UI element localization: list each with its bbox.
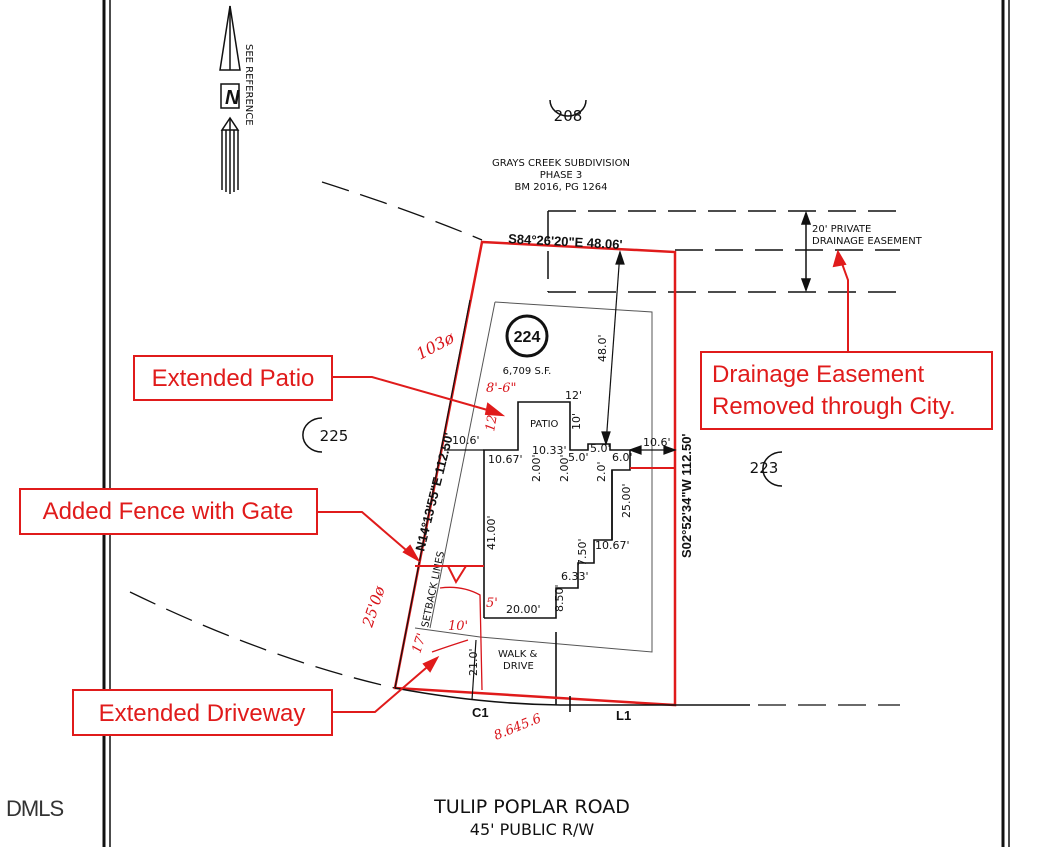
callout-box-patio: Extended Patio <box>133 355 333 401</box>
lot-number-224: 224 <box>514 329 541 346</box>
dim-850: 8.50' <box>553 584 566 612</box>
easement-label-line2: DRAINAGE EASEMENT <box>812 236 923 247</box>
lot-bubbles <box>302 99 783 487</box>
lot-number-223: 223 <box>750 459 779 477</box>
callout-text-easement-line1: Drainage Easement <box>712 361 924 388</box>
dim-50b: 5.0' <box>590 442 611 455</box>
handwritten-notes: 103ø 8'-6" 12' 25'0ø 17' 10' 5' 8.645.6 <box>358 328 543 744</box>
walk-drive-line1: WALK & <box>498 649 537 660</box>
walk-drive-line2: DRIVE <box>503 661 534 672</box>
dim-210: 21.0' <box>467 648 480 676</box>
dim-2000: 20.00' <box>506 603 541 616</box>
callout-text-driveway: Extended Driveway <box>99 700 306 727</box>
dim-patio-width: 12' <box>565 389 582 402</box>
dim-750: 7.50' <box>576 538 589 566</box>
road-name: TULIP POPLAR ROAD <box>433 796 630 818</box>
subdivision-phase: PHASE 3 <box>540 170 583 181</box>
side-dimension-arrows <box>444 445 677 701</box>
dim-front-setback: 48.0' <box>596 334 609 362</box>
easement-label-line1: 20' PRIVATE <box>812 224 871 235</box>
callout-text-patio: Extended Patio <box>152 365 315 392</box>
dim-1067b: 10.67' <box>595 539 630 552</box>
fence-markup <box>415 467 675 585</box>
line-label-l1: L1 <box>616 708 631 723</box>
subdivision-book: BM 2016, PG 1264 <box>515 182 608 193</box>
road-frontage-line <box>394 687 750 712</box>
callout-text-easement-line2: Removed through City. <box>712 393 956 420</box>
dashed-boundary-lines <box>129 181 900 706</box>
dim-20: 2.0' <box>595 461 608 482</box>
dim-633: 6.33' <box>561 570 589 583</box>
lot-number-225: 225 <box>320 427 349 445</box>
lot-area: 6,709 S.F. <box>503 366 552 377</box>
north-arrow-icon <box>219 5 241 194</box>
setback-lines <box>414 301 653 653</box>
dim-patio-depth: 10' <box>570 413 583 430</box>
subdivision-name: GRAYS CREEK SUBDIVISION <box>492 158 630 169</box>
hand-note-a: 103ø <box>413 328 458 364</box>
dim-4100: 41.00' <box>485 515 498 550</box>
drainage-easement-box <box>547 210 900 293</box>
dim-2500: 25.00' <box>620 483 633 518</box>
dim-left-side: 10.6' <box>452 434 480 447</box>
road-rw: 45' PUBLIC R/W <box>470 820 595 839</box>
hand-driveway-sketch <box>431 586 483 691</box>
hand-note-d: 25'0ø <box>358 583 389 630</box>
dim-1067a: 10.67' <box>488 453 523 466</box>
north-arrow-letter: N <box>225 87 240 109</box>
bearing-east: S02°52'34"W 112.50' <box>679 433 694 558</box>
bearing-west: N14°13'55"E 112.50' <box>412 431 456 553</box>
hand-note-e: 17' <box>410 631 430 655</box>
bearing-north: S84°26'20"E 48.06' <box>508 231 623 252</box>
dim-1033: 10.33' <box>532 444 567 457</box>
see-reference-note: SEE REFERENCE <box>243 44 254 126</box>
front-setback-dimension <box>601 250 625 446</box>
callout-box-fence: Added Fence with Gate <box>19 488 318 535</box>
hand-note-h: 8.645.6 <box>492 711 544 743</box>
dim-50a: 5.0' <box>568 451 589 464</box>
west-line-inner <box>394 299 471 689</box>
callout-box-driveway: Extended Driveway <box>72 689 333 736</box>
hand-note-f: 10' <box>448 619 468 634</box>
callout-box-easement: Drainage Easement Removed through City. <box>700 351 993 430</box>
curve-label-c1: C1 <box>472 705 489 720</box>
callout-leaders <box>317 249 849 713</box>
lot-number-208: 208 <box>554 107 583 125</box>
dim-200b: 2.00' <box>558 454 571 482</box>
dim-200a: 2.00' <box>530 454 543 482</box>
hand-note-b: 8'-6" <box>486 381 517 396</box>
callout-text-fence: Added Fence with Gate <box>43 498 294 525</box>
dim-right-side: 10.6' <box>643 436 671 449</box>
watermark: DMLS <box>6 796 63 821</box>
dim-60: 6.0' <box>612 451 633 464</box>
dimension-labels: 12' PATIO 10' 10.6' 10.6' 10.67' 10.33' … <box>452 389 671 723</box>
hand-note-c: 12' <box>483 410 501 432</box>
setback-lines-label: SETBACK LINES <box>420 550 447 628</box>
dim-patio-label: PATIO <box>530 419 559 430</box>
hand-note-g: 5' <box>486 596 498 611</box>
